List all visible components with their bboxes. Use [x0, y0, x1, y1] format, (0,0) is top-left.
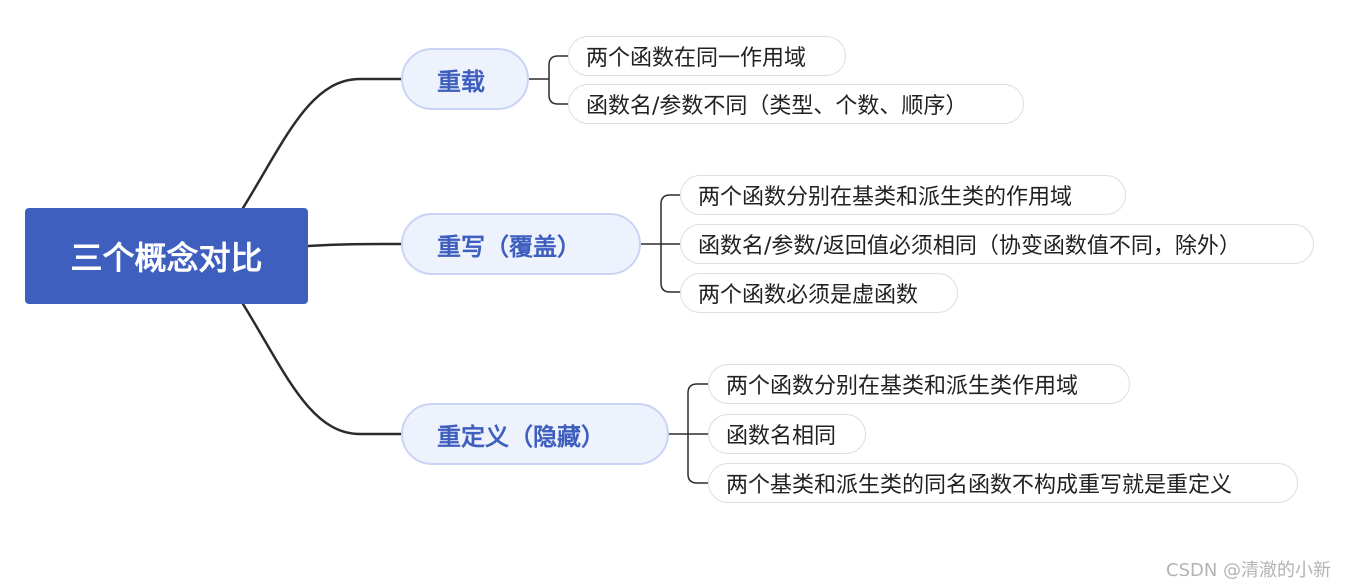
topic-overload[interactable]: 重载: [401, 48, 529, 110]
leaf-override-virtual[interactable]: 两个函数必须是虚函数: [680, 273, 958, 313]
bracket-override: [640, 194, 681, 293]
topic-redefine[interactable]: 重定义（隐藏）: [401, 403, 669, 465]
watermark: CSDN @清澈的小新: [1166, 560, 1332, 581]
leaf-overload-same-scope[interactable]: 两个函数在同一作用域: [568, 36, 846, 76]
connector-root-overload: [241, 77, 404, 210]
leaf-override-base-derived[interactable]: 两个函数分别在基类和派生类的作用域: [680, 175, 1126, 215]
central-topic[interactable]: 三个概念对比: [25, 208, 308, 304]
bracket-redefine: [668, 383, 709, 484]
leaf-redefine-not-override[interactable]: 两个基类和派生类的同名函数不构成重写就是重定义: [708, 463, 1298, 503]
connector-root-redefine: [241, 302, 404, 436]
topic-override[interactable]: 重写（覆盖）: [401, 213, 641, 275]
leaf-redefine-base-derived[interactable]: 两个函数分别在基类和派生类作用域: [708, 364, 1130, 404]
leaf-override-signature-same[interactable]: 函数名/参数/返回值必须相同（协变函数值不同，除外）: [680, 224, 1314, 264]
leaf-redefine-same-name[interactable]: 函数名相同: [708, 414, 866, 454]
connector-root-override: [306, 242, 404, 248]
bracket-overload: [528, 55, 569, 105]
leaf-overload-params-differ[interactable]: 函数名/参数不同（类型、个数、顺序）: [568, 84, 1024, 124]
